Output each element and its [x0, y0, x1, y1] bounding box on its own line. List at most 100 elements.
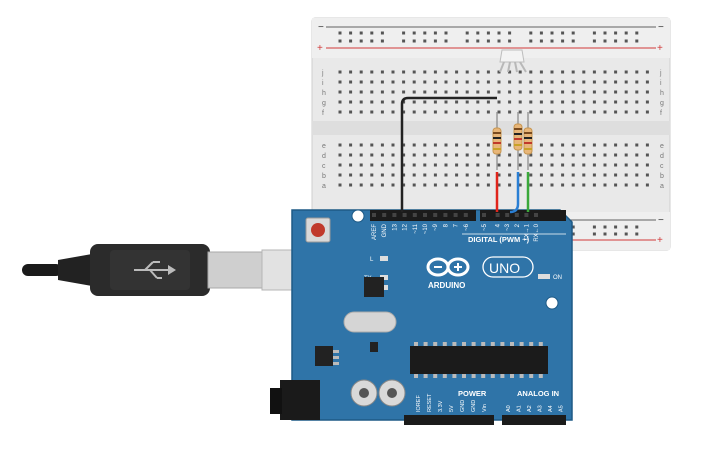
breadboard-hole: [370, 143, 374, 147]
breadboard-hole: [561, 173, 565, 177]
breadboard-hole: [455, 90, 459, 94]
breadboard-hole: [539, 143, 543, 147]
rail-hole: [624, 31, 628, 35]
breadboard-hole: [635, 70, 639, 74]
breadboard-hole: [582, 100, 586, 104]
breadboard-hole: [614, 153, 618, 157]
breadboard-hole: [433, 70, 437, 74]
breadboard-hole: [550, 163, 554, 167]
digital-pin-socket[interactable]: [392, 213, 397, 217]
row-letter: g: [322, 100, 326, 107]
digital-pin-socket[interactable]: [463, 213, 468, 217]
rail-hole: [338, 31, 342, 35]
digital-pin-socket[interactable]: [453, 213, 458, 217]
rail-hole: [370, 39, 374, 43]
breadboard-hole: [370, 183, 374, 187]
rail-hole: [603, 31, 607, 35]
breadboard-hole: [423, 163, 427, 167]
reset-button[interactable]: [311, 223, 325, 237]
rail-hole: [635, 232, 639, 236]
breadboard-hole: [582, 143, 586, 147]
breadboard-hole: [592, 90, 596, 94]
digital-pin-socket[interactable]: [514, 213, 519, 217]
breadboard-hole: [349, 110, 353, 114]
breadboard-hole: [635, 163, 639, 167]
rgb-led-leg: [499, 61, 505, 73]
digital-pin-socket[interactable]: [443, 213, 448, 217]
digital-pin-socket[interactable]: [382, 213, 387, 217]
breadboard-hole: [624, 163, 628, 167]
header-pin-label: A5: [559, 405, 565, 412]
digital-pin-label: ~3: [505, 223, 511, 231]
breadboard-hole: [645, 80, 649, 84]
breadboard-hole: [349, 183, 353, 187]
breadboard-hole: [402, 100, 406, 104]
breadboard-hole: [561, 143, 565, 147]
breadboard-hole: [391, 173, 395, 177]
breadboard-hole: [391, 80, 395, 84]
breadboard-hole: [592, 143, 596, 147]
breadboard-hole: [614, 110, 618, 114]
breadboard-hole: [645, 163, 649, 167]
breadboard-hole: [391, 183, 395, 187]
digital-pin-socket[interactable]: [423, 213, 427, 217]
breadboard-hole: [402, 90, 406, 94]
rail-hole: [370, 31, 374, 35]
arduino-brand: ARDUINO: [428, 281, 465, 290]
led-l-label: L: [370, 257, 374, 263]
row-letter: h: [660, 90, 664, 97]
digital-pin-socket[interactable]: [433, 213, 438, 217]
digital-pin-socket[interactable]: [482, 213, 486, 217]
breadboard-hole: [645, 143, 649, 147]
breadboard-hole: [614, 70, 618, 74]
breadboard-hole: [402, 70, 406, 74]
breadboard-hole: [561, 100, 565, 104]
header-pin-label: A0: [506, 405, 512, 412]
breadboard-hole: [614, 143, 618, 147]
digital-pin-socket[interactable]: [495, 213, 500, 217]
breadboard-hole: [539, 110, 543, 114]
digital-pin-label: ~11: [413, 223, 419, 233]
breadboard-hole: [359, 100, 363, 104]
wire-blue: [509, 172, 520, 214]
rgb-led-leg: [514, 61, 518, 73]
rail-hole: [486, 31, 490, 35]
breadboard-hole: [391, 163, 395, 167]
digital-pin-socket[interactable]: [372, 213, 376, 217]
breadboard-hole: [508, 153, 512, 157]
breadboard-hole: [423, 100, 427, 104]
breadboard-hole: [476, 163, 480, 167]
rail-hole: [349, 31, 353, 35]
breadboard-hole: [465, 163, 469, 167]
breadboard-hole: [614, 100, 618, 104]
resistor: [523, 112, 533, 170]
digital-pin-socket[interactable]: [505, 213, 510, 217]
row-letter: a: [322, 183, 326, 190]
breadboard-hole: [518, 183, 522, 187]
breadboard-hole: [391, 110, 395, 114]
digital-pin-socket[interactable]: [412, 213, 417, 217]
breadboard-hole: [423, 153, 427, 157]
breadboard-hole: [370, 90, 374, 94]
breadboard-hole: [402, 143, 406, 147]
digital-pin-socket[interactable]: [524, 213, 529, 217]
digital-pin-label: ~10: [423, 223, 429, 234]
digital-pin-socket[interactable]: [534, 213, 538, 217]
breadboard-hole: [455, 143, 459, 147]
resistor: [492, 112, 502, 170]
breadboard-hole: [402, 110, 406, 114]
digital-pin-socket[interactable]: [402, 213, 407, 217]
breadboard-hole: [455, 153, 459, 157]
breadboard-hole: [539, 153, 543, 157]
rail-hole: [359, 39, 363, 43]
breadboard-hole: [486, 70, 490, 74]
led-on: [538, 274, 550, 279]
rail-hole: [465, 39, 469, 43]
breadboard-hole: [391, 153, 395, 157]
breadboard-hole: [529, 70, 533, 74]
breadboard-hole: [370, 80, 374, 84]
breadboard-hole: [571, 110, 575, 114]
breadboard-hole: [380, 183, 384, 187]
breadboard-hole: [571, 163, 575, 167]
